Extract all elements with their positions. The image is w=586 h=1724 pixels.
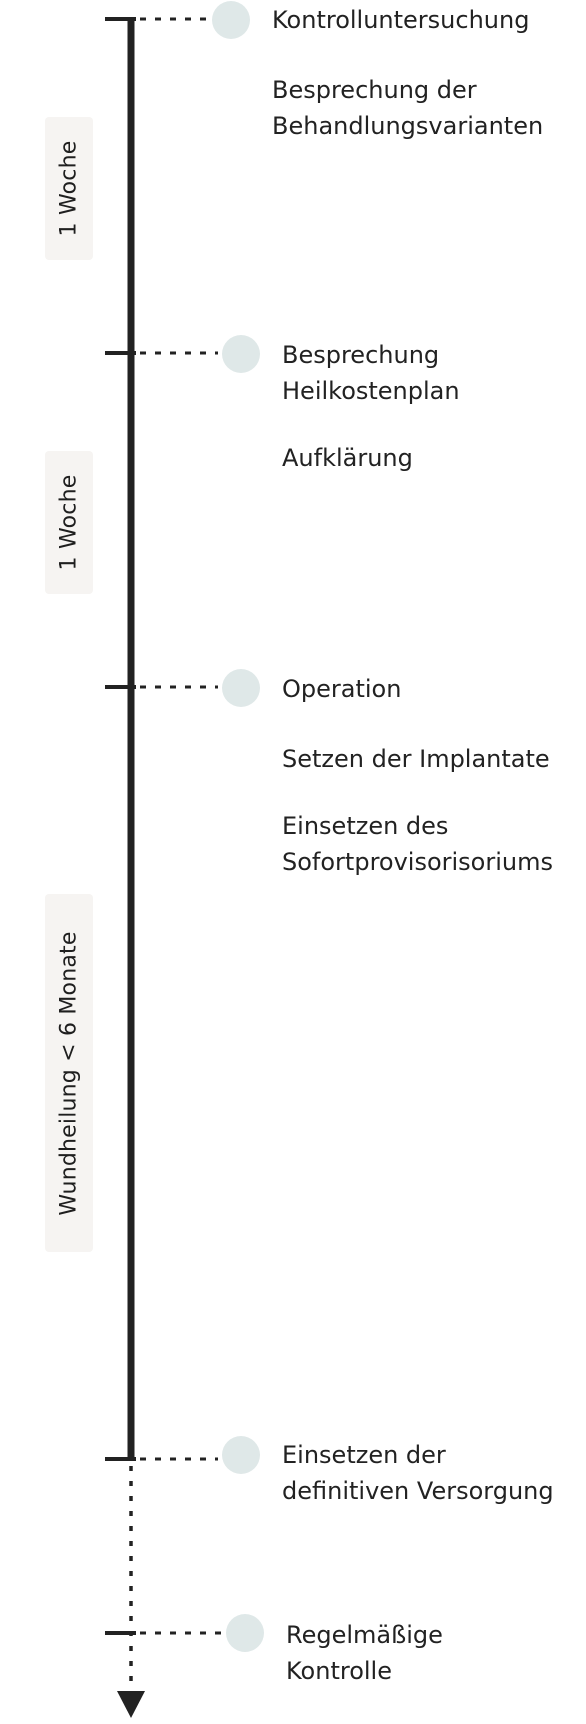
step-text-line: Kontrolluntersuchung (272, 6, 530, 34)
step-text-line: Setzen der Implantate (282, 745, 550, 773)
step-definitive-versorgung: Einsetzen der definitiven Versorgung (282, 1437, 554, 1509)
step-text-line: Operation (282, 675, 402, 703)
step-einsetzen-sofortprovisorium: Einsetzen des Sofortprovisorisoriums (282, 808, 553, 880)
duration-label-text: 1 Woche (56, 474, 82, 571)
step-text-line: Einsetzen der (282, 1441, 446, 1469)
milestone-marker-4 (105, 1436, 260, 1474)
step-text-line: Einsetzen des (282, 812, 449, 840)
duration-label-3: Wundheilung < 6 Monate (45, 894, 93, 1252)
step-text-line: Heilkostenplan (282, 377, 460, 405)
step-text-line: Behandlungsvarianten (272, 112, 544, 140)
duration-label-text: 1 Woche (56, 140, 82, 237)
duration-label-2: 1 Woche (45, 451, 93, 594)
milestone-dot (222, 335, 260, 373)
step-text-line: Kontrolle (286, 1657, 392, 1685)
duration-label-1: 1 Woche (45, 117, 93, 260)
step-besprechung-heilkostenplan: Besprechung Heilkostenplan (282, 337, 460, 409)
step-text-line: Sofortprovisorisoriums (282, 848, 553, 876)
step-kontrolluntersuchung: Kontrolluntersuchung (272, 2, 529, 38)
step-text-line: Besprechung (282, 341, 440, 369)
milestone-marker-2 (105, 335, 260, 373)
step-text-line: definitiven Versorgung (282, 1477, 554, 1505)
step-text-line: Aufklärung (282, 444, 413, 472)
step-besprechung-behandlungsvarianten: Besprechung der Behandlungsvarianten (272, 72, 543, 144)
step-regelmaessige-kontrolle: Regelmäßige Kontrolle (286, 1617, 443, 1689)
step-operation: Operation (282, 671, 401, 707)
milestone-marker-3 (105, 669, 260, 707)
milestone-dot (226, 1614, 264, 1652)
step-setzen-implantate: Setzen der Implantate (282, 741, 550, 777)
step-aufklaerung: Aufklärung (282, 440, 413, 476)
milestone-marker-5 (105, 1614, 264, 1652)
step-text-line: Besprechung der (272, 76, 477, 104)
duration-label-text: Wundheilung < 6 Monate (56, 930, 82, 1216)
milestone-dot (212, 1, 250, 39)
arrow-down-icon (117, 1691, 145, 1718)
milestone-dot (222, 669, 260, 707)
milestone-marker-1 (105, 1, 250, 39)
step-text-line: Regelmäßige (286, 1621, 443, 1649)
milestone-dot (222, 1436, 260, 1474)
